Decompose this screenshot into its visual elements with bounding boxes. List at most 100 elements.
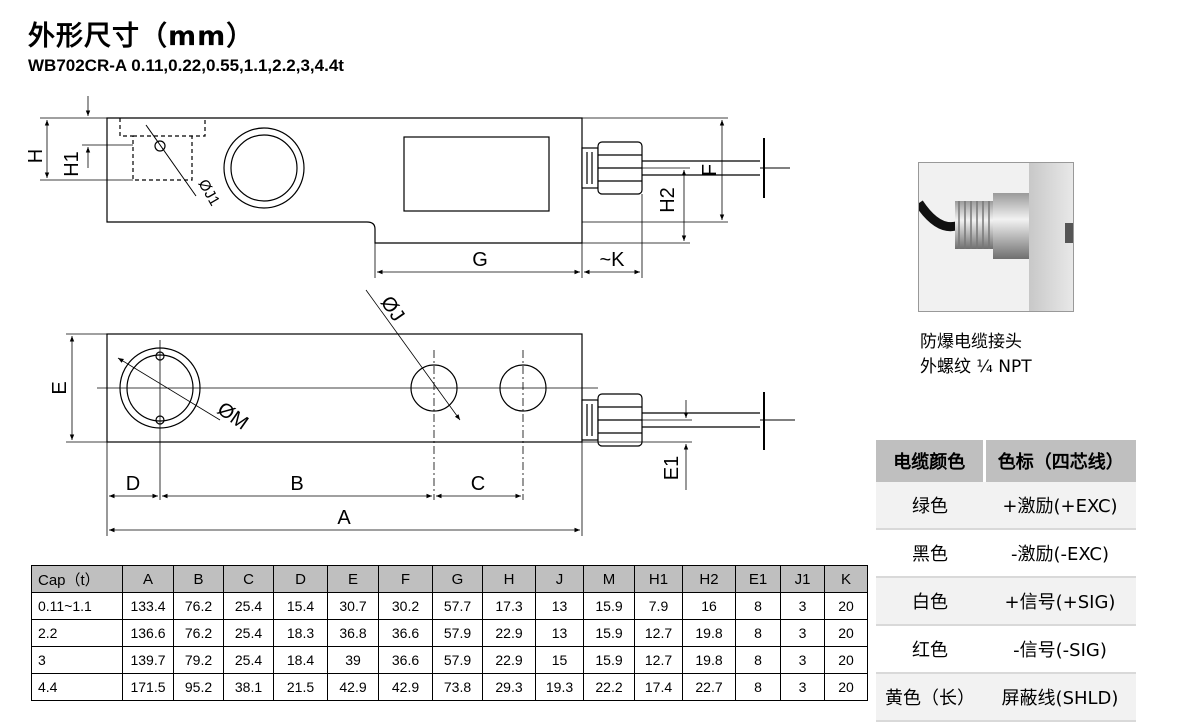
dimension-cell: 19.8 xyxy=(682,646,736,674)
dimension-cell: 3 xyxy=(780,619,825,647)
wire-color-cell: 白色 xyxy=(876,577,984,626)
dimension-cell: 12.7 xyxy=(634,619,683,647)
label-h: H xyxy=(25,149,47,163)
dimension-cell: 25.4 xyxy=(223,592,274,620)
dimension-cell: 29.3 xyxy=(482,673,536,701)
dimension-cell: 136.6 xyxy=(122,619,174,647)
dimension-cell: 18.4 xyxy=(273,646,328,674)
dimension-cell: 36.6 xyxy=(378,619,433,647)
col-header: K xyxy=(824,565,868,593)
dimension-cell: 39 xyxy=(327,646,379,674)
wire-color-cell: 黑色 xyxy=(876,529,984,578)
col-header: H1 xyxy=(634,565,683,593)
dimension-cell: 15 xyxy=(535,646,584,674)
dimension-cell: 57.7 xyxy=(432,592,483,620)
wire-row: 黑色-激励(-EXC) xyxy=(876,529,1136,578)
dimension-cell: 3 xyxy=(780,673,825,701)
dimension-cell: 17.4 xyxy=(634,673,683,701)
dimension-cell: 20 xyxy=(824,646,868,674)
photo-caption: 防爆电缆接头 外螺纹 ¼ NPT xyxy=(920,330,1032,380)
dimension-cell: 20 xyxy=(824,673,868,701)
model-subtitle: WB702CR-A 0.11,0.22,0.55,1.1,2.2,3,4.4t xyxy=(28,56,344,75)
dimension-cell: 25.4 xyxy=(223,619,274,647)
side-cable-gland-nut xyxy=(581,147,599,189)
caption-line-2: 外螺纹 ¼ NPT xyxy=(920,357,1032,377)
col-header: B xyxy=(173,565,224,593)
col-header: E1 xyxy=(735,565,781,593)
dimension-cell: 15.9 xyxy=(583,646,635,674)
dimension-cell: 42.9 xyxy=(327,673,379,701)
top-cable-gland-nut xyxy=(581,399,599,441)
label-a: A xyxy=(337,507,351,529)
dimension-cell: 15.9 xyxy=(583,619,635,647)
wire-signal-cell: 屏蔽线(SHLD) xyxy=(984,673,1136,722)
dimension-cell: 8 xyxy=(735,673,781,701)
side-label-window xyxy=(403,136,550,212)
wire-signal-cell: +信号(+SIG) xyxy=(984,577,1136,626)
label-d: D xyxy=(126,473,140,495)
wire-row: 白色+信号(+SIG) xyxy=(876,577,1136,626)
dimension-cell: 36.8 xyxy=(327,619,379,647)
dimension-cell: 8 xyxy=(735,619,781,647)
col-header: H xyxy=(482,565,536,593)
col-header: Cap（t） xyxy=(31,565,123,593)
wire-color-cell: 绿色 xyxy=(876,482,984,530)
dimension-cell: 30.2 xyxy=(378,592,433,620)
dimension-cell: 22.2 xyxy=(583,673,635,701)
col-header: C xyxy=(223,565,274,593)
dimensions-header-row: Cap（t） A B C D E F G H J M H1 H2 E1 J1 K xyxy=(31,565,868,593)
capacity-cell: 4.4 xyxy=(31,673,123,701)
col-header: J xyxy=(535,565,584,593)
capacity-cell: 0.11~1.1 xyxy=(31,592,123,620)
dimension-cell: 18.3 xyxy=(273,619,328,647)
dimension-cell: 3 xyxy=(780,646,825,674)
side-hole-circle xyxy=(223,127,305,209)
wire-row: 黄色（长）屏蔽线(SHLD) xyxy=(876,673,1136,722)
label-c: C xyxy=(471,473,485,495)
dimension-cell: 3 xyxy=(780,592,825,620)
label-g: G xyxy=(472,249,488,271)
col-header: H2 xyxy=(682,565,736,593)
label-f: F xyxy=(699,164,721,176)
capacity-cell: 3 xyxy=(31,646,123,674)
dimension-cell: 139.7 xyxy=(122,646,174,674)
col-header: J1 xyxy=(780,565,825,593)
wire-col-header-signal: 色标（四芯线） xyxy=(984,440,1136,482)
dimension-cell: 25.4 xyxy=(223,646,274,674)
dimension-cell: 7.9 xyxy=(634,592,683,620)
side-body-outline xyxy=(106,117,583,244)
dimension-cell: 16 xyxy=(682,592,736,620)
col-header: G xyxy=(432,565,483,593)
col-header: A xyxy=(122,565,174,593)
label-k: ~K xyxy=(599,249,625,271)
dimension-cell: 21.5 xyxy=(273,673,328,701)
dimension-cell: 17.3 xyxy=(482,592,536,620)
label-e: E xyxy=(49,381,71,394)
dimension-cell: 42.9 xyxy=(378,673,433,701)
dimension-cell: 13 xyxy=(535,592,584,620)
caption-line-1: 防爆电缆接头 xyxy=(920,332,1022,352)
page-title: 外形尺寸（mm） xyxy=(28,21,255,52)
dimensions-table: Cap（t） A B C D E F G H J M H1 H2 E1 J1 K… xyxy=(31,565,868,701)
dimension-cell: 30.7 xyxy=(327,592,379,620)
wire-color-cell: 黄色（长） xyxy=(876,673,984,722)
label-e1: E1 xyxy=(661,456,683,480)
dimension-cell: 15.9 xyxy=(583,592,635,620)
dimension-cell: 8 xyxy=(735,592,781,620)
dimension-cell: 22.9 xyxy=(482,646,536,674)
dimension-cell: 76.2 xyxy=(173,592,224,620)
dimension-cell: 20 xyxy=(824,619,868,647)
dimension-cell: 36.6 xyxy=(378,646,433,674)
dimension-cell: 133.4 xyxy=(122,592,174,620)
wire-col-header-color: 电缆颜色 xyxy=(876,440,986,482)
top-view xyxy=(66,289,795,536)
dimension-cell: 12.7 xyxy=(634,646,683,674)
label-j: ØJ xyxy=(376,292,409,326)
dimension-cell: 19.3 xyxy=(535,673,584,701)
wire-signal-cell: -信号(-SIG) xyxy=(984,625,1136,674)
